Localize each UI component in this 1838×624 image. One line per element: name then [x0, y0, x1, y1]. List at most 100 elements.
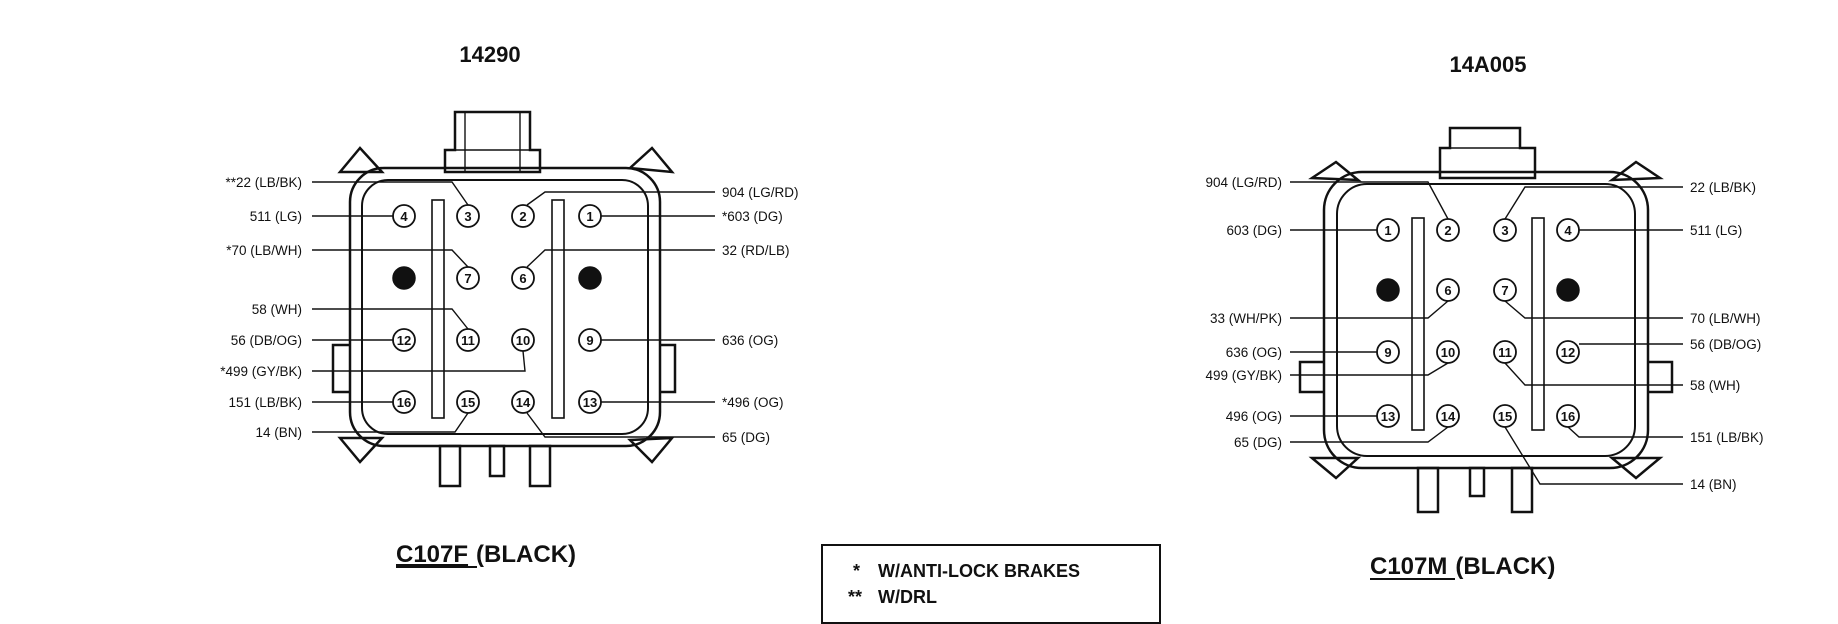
pin-12-label: 12: [1561, 345, 1575, 360]
wire-label: **22 (LB/BK): [225, 175, 302, 190]
pin-5-blank: [578, 266, 602, 290]
pin-8-blank: [1556, 278, 1580, 302]
connector-c107m: 14A005 1 2 3 4: [1205, 52, 1764, 580]
legend-text-2: W/DRL: [878, 587, 937, 607]
latch-top-right: [1438, 126, 1537, 180]
legend-mark-2: **: [848, 587, 862, 607]
pin-13-label: 13: [583, 395, 597, 410]
tab-br-left: [528, 444, 552, 488]
ear-tl: [337, 146, 385, 174]
wire-label: *70 (LB/WH): [226, 243, 302, 258]
pin-12: [1556, 340, 1580, 364]
wire-label: 32 (RD/LB): [722, 243, 790, 258]
pin-7-label: 7: [464, 271, 471, 286]
ear-tl-r: [1308, 160, 1362, 182]
ear-tr-r: [1608, 160, 1664, 182]
tab-br-right: [1510, 466, 1534, 514]
legend-mark-1: *: [853, 561, 860, 581]
connector-c107f: 14290 1 2 3 4: [220, 42, 799, 568]
pin-9-label: 9: [1384, 345, 1391, 360]
pin-11-label: 11: [1498, 345, 1512, 360]
wire-label: 511 (LG): [250, 209, 302, 224]
wire-label: 904 (LG/RD): [722, 185, 799, 200]
pin-9-label: 9: [586, 333, 593, 348]
wire-label: 603 (DG): [1226, 223, 1282, 238]
connector-name-left: C107F (BLACK): [396, 541, 576, 568]
latch-top-left: [443, 110, 542, 174]
pin-2: [511, 204, 535, 228]
side-key-right-l: [1298, 360, 1324, 394]
connector-name-right: C107M(BLACK): [1370, 553, 1555, 580]
ear-tr: [627, 146, 675, 174]
leader-lines-left: [312, 181, 526, 433]
pin-10-label: 10: [516, 333, 530, 348]
wire-label: 58 (WH): [1690, 378, 1740, 393]
legend-text-1: W/ANTI-LOCK BRAKES: [878, 561, 1080, 581]
pin-6: [511, 266, 535, 290]
ear-bl: [337, 436, 385, 464]
side-key-left-r: [660, 343, 677, 394]
pin-14-label: 14: [516, 395, 531, 410]
housing-inner-left: [361, 179, 649, 435]
pin-4-label: 4: [1564, 223, 1572, 238]
side-key-left-l: [331, 343, 350, 394]
wire-label: 511 (LG): [1690, 223, 1742, 238]
pin-12-label: 12: [397, 333, 411, 348]
pin-6-label: 6: [519, 271, 526, 286]
pin-2-label: 2: [519, 209, 526, 224]
connector-id-right: C107M: [1370, 553, 1447, 580]
pin-4-label: 4: [400, 209, 408, 224]
leader-lines-right-c107f: [526, 191, 715, 438]
housing-outer-right: [1322, 170, 1650, 470]
pin-6-label: 6: [1444, 283, 1451, 298]
pin-16-label: 16: [397, 395, 411, 410]
pins-right: 1 2 3 4 6 7 9 10 11 12 13 14: [1376, 218, 1580, 428]
wire-label: 56 (DB/OG): [1690, 337, 1761, 352]
housing-inner-right: [1336, 183, 1636, 457]
wire-label: 496 (OG): [1226, 409, 1282, 424]
tab-bl-left: [438, 444, 462, 488]
tab-bm-right: [1468, 466, 1486, 498]
wire-label: 636 (OG): [1226, 345, 1282, 360]
pin-11-label: 11: [461, 333, 475, 348]
tab-bl-right: [1416, 466, 1440, 514]
ear-br: [627, 436, 675, 464]
part-number-right: 14A005: [1449, 52, 1526, 77]
divider-bar-2-left: [551, 199, 565, 419]
wire-label: 499 (GY/BK): [1205, 368, 1282, 383]
pin-16-label: 16: [1561, 409, 1575, 424]
pin-15-label: 15: [461, 395, 475, 410]
wire-label: *603 (DG): [722, 209, 783, 224]
wire-label: *496 (OG): [722, 395, 784, 410]
wire-label: 151 (LB/BK): [228, 395, 302, 410]
wire-label: 151 (LB/BK): [1690, 430, 1764, 445]
wire-label: 14 (BN): [255, 425, 302, 440]
legend-box: * W/ANTI-LOCK BRAKES ** W/DRL: [821, 544, 1161, 624]
pin-8-blank: [392, 266, 416, 290]
tab-bm-left: [488, 444, 506, 478]
wire-label: 33 (WH/PK): [1210, 311, 1282, 326]
ear-bl-r: [1308, 456, 1362, 480]
connector-id-left: C107F: [396, 541, 468, 568]
wire-label: 904 (LG/RD): [1205, 175, 1282, 190]
leader-lines-right-c107m: [1504, 186, 1683, 485]
wire-label: 56 (DB/OG): [231, 333, 302, 348]
connector-color-left: (BLACK): [476, 541, 576, 568]
pins-left: 1 2 3 4 6 7 9 10 11 12 13 14: [392, 204, 602, 414]
pin-14: [511, 390, 535, 414]
wire-label: *499 (GY/BK): [220, 364, 302, 379]
wire-label: 65 (DG): [1234, 435, 1282, 450]
wire-label: 636 (OG): [722, 333, 778, 348]
pin-1-label: 1: [586, 209, 593, 224]
pin-3-label: 3: [1501, 223, 1508, 238]
pin-5-blank: [1376, 278, 1400, 302]
pin-7-label: 7: [1501, 283, 1508, 298]
pin-3-label: 3: [464, 209, 471, 224]
side-key-right-r: [1648, 360, 1674, 394]
leader-lines-left-c107m: [1290, 181, 1449, 443]
part-number-left: 14290: [459, 42, 520, 67]
wire-label: 65 (DG): [722, 430, 770, 445]
divider-bar-2-right: [1531, 217, 1545, 431]
pin-14-label: 14: [1441, 409, 1456, 424]
